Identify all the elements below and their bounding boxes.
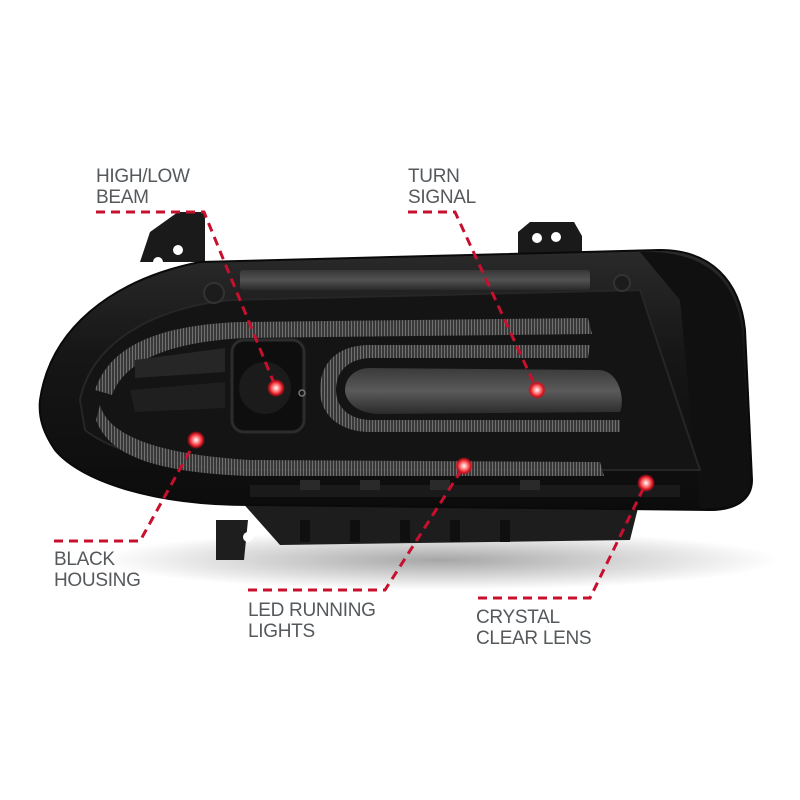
mount-hole [153, 257, 163, 267]
projector-lens [239, 362, 291, 414]
callout-line: LED RUNNING [248, 600, 376, 621]
adjuster-cap [203, 282, 225, 304]
dot-high-low-beam [267, 379, 285, 397]
callout-line: TURN [408, 166, 460, 187]
leader-crystal-clear-lens [478, 482, 648, 600]
mount-hole [243, 532, 253, 542]
dot-crystal-clear-lens [637, 474, 655, 492]
callout-crystal-clear-lens: CRYSTAL CLEAR LENS [476, 607, 592, 649]
dot-turn-signal [528, 381, 546, 399]
turn-signal-lens [345, 368, 622, 414]
upper-led-strip [95, 318, 592, 395]
callout-line: SIGNAL [408, 187, 476, 208]
c-shaped-drl [320, 345, 620, 432]
mount-hole [532, 233, 542, 243]
adjuster-cap [613, 274, 631, 292]
callout-line: CLEAR LENS [476, 628, 592, 649]
housing-end-cap [640, 251, 750, 508]
mount-hole [551, 232, 561, 242]
callout-line: HOUSING [54, 570, 141, 591]
callout-line: CRYSTAL [476, 607, 560, 628]
callout-turn-signal: TURN SIGNAL [408, 166, 476, 208]
callout-dots [187, 379, 655, 492]
callout-high-low-beam: HIGH/LOW BEAM [96, 166, 190, 208]
callout-line: LIGHTS [248, 621, 315, 642]
callout-black-housing: BLACK HOUSING [54, 549, 141, 591]
callout-line: BEAM [96, 187, 149, 208]
top-turn-signal-bar [240, 270, 590, 290]
leader-led-running-lights [248, 465, 466, 592]
mount-tab-left [140, 212, 205, 262]
ground-shadow [100, 530, 780, 590]
leader-turn-signal [408, 210, 539, 391]
lower-led-strip [96, 405, 604, 476]
callout-line: HIGH/LOW [96, 166, 190, 187]
mount-tab-bottom [216, 520, 248, 560]
mount-hole [173, 245, 183, 255]
dot-black-housing [187, 431, 205, 449]
lower-bracket [240, 500, 640, 545]
dot-led-running-lights [455, 457, 473, 475]
leader-high-low-beam [96, 210, 278, 389]
callout-led-running-lights: LED RUNNING LIGHTS [248, 600, 376, 642]
leader-lines [54, 210, 648, 600]
left-panel [130, 382, 225, 412]
callout-line: BLACK [54, 549, 115, 570]
left-panel [135, 348, 225, 378]
